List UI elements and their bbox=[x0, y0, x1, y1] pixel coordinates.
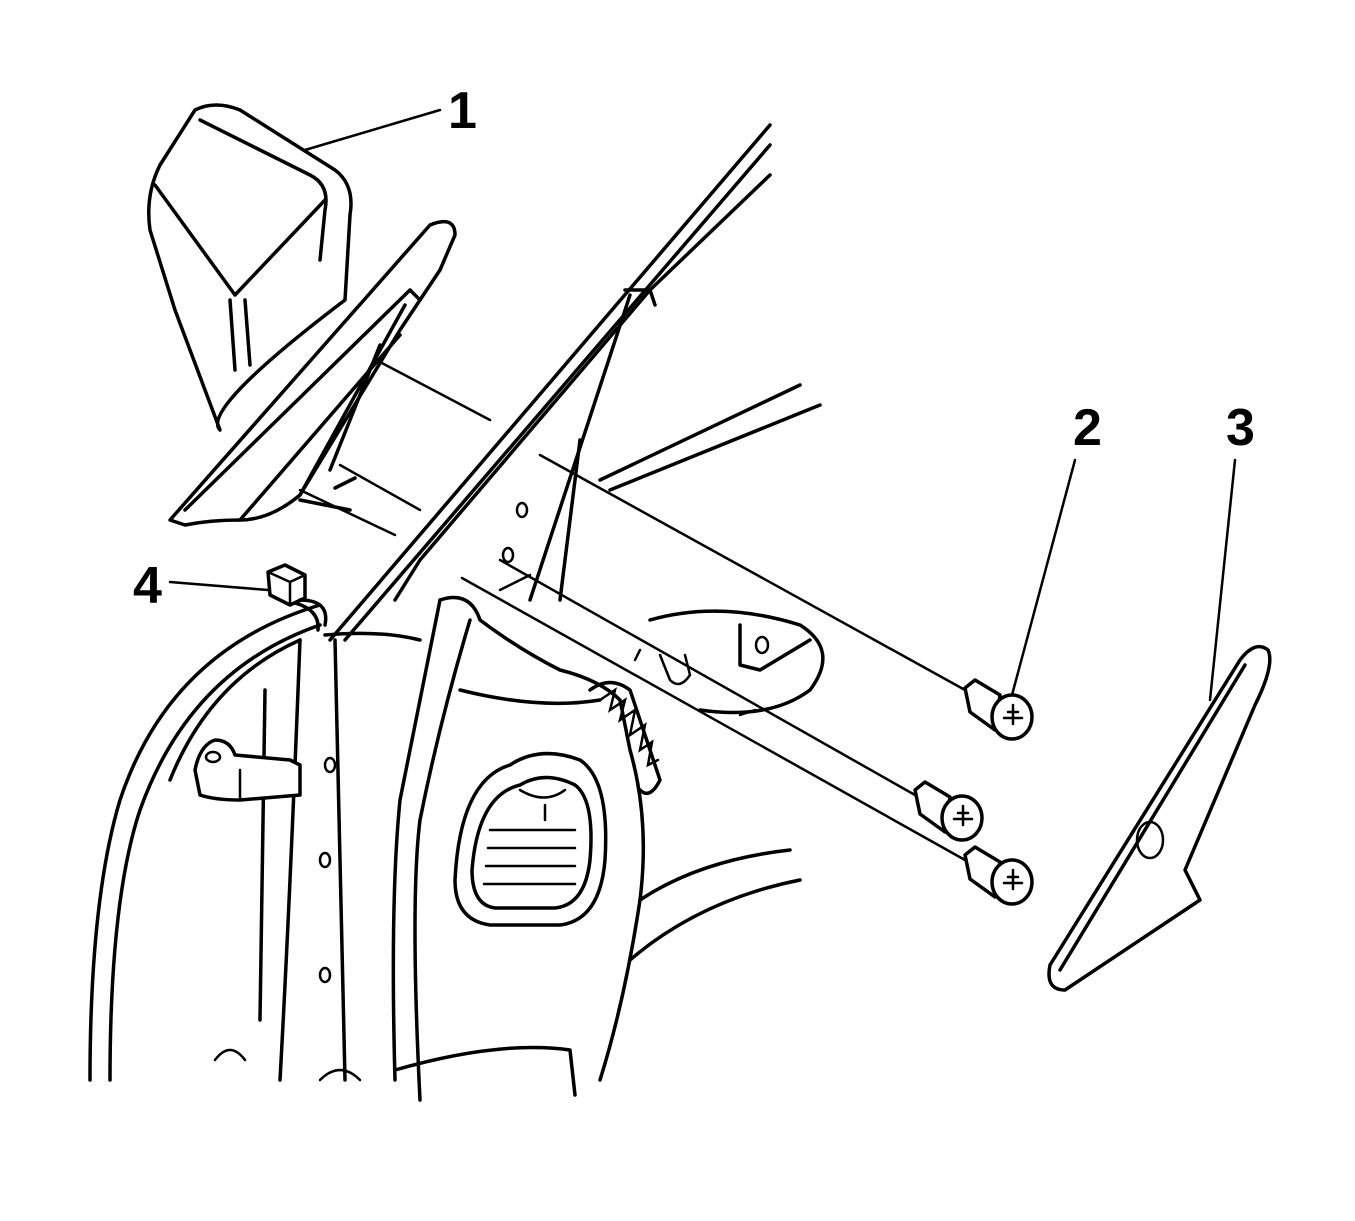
outside-mirror-assembly bbox=[147, 103, 457, 527]
bolt-guides bbox=[460, 453, 967, 862]
callout-2: 2 bbox=[1073, 399, 1102, 457]
callout-1: 1 bbox=[448, 82, 477, 140]
pillar-holes bbox=[213, 501, 529, 1082]
door-handle-area bbox=[633, 609, 825, 715]
electrical-connector bbox=[266, 563, 328, 632]
leader-line-2 bbox=[1010, 458, 1077, 697]
door-hinge bbox=[193, 738, 302, 802]
inner-trim-panel bbox=[391, 595, 802, 1102]
air-vent bbox=[453, 751, 608, 927]
mirror-trim-cover bbox=[1047, 644, 1272, 992]
door-outline bbox=[88, 603, 322, 1082]
leader-line-4 bbox=[168, 580, 270, 592]
speaker-grille bbox=[588, 680, 662, 796]
leader-line-1 bbox=[303, 108, 442, 152]
mirror-bolt bbox=[913, 780, 984, 842]
leader-line-3 bbox=[1208, 458, 1237, 702]
door-frame bbox=[258, 123, 822, 1082]
mirror-bolt bbox=[963, 678, 1034, 741]
leader-lines bbox=[168, 108, 1237, 702]
mirror-stud-guides bbox=[298, 360, 492, 537]
callout-4: 4 bbox=[133, 557, 162, 615]
mirror-bolt bbox=[963, 845, 1034, 906]
callout-3: 3 bbox=[1226, 399, 1255, 457]
